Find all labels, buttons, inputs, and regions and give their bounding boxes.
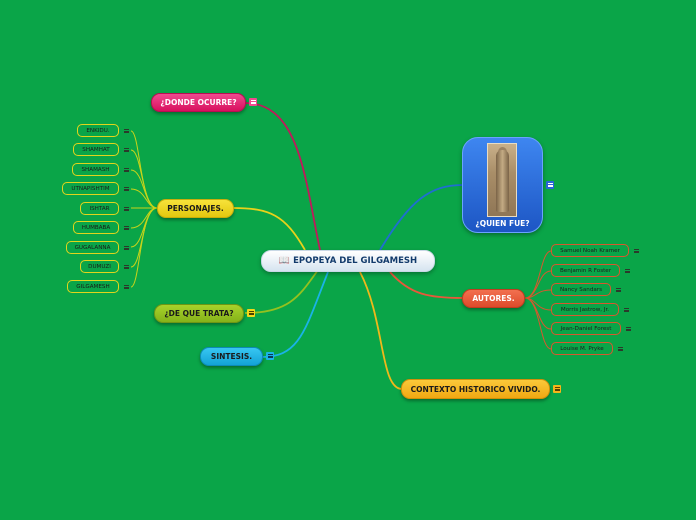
link-child xyxy=(524,270,552,299)
note-icon[interactable] xyxy=(623,267,631,275)
topic-autores[interactable]: AUTORES. xyxy=(462,289,525,308)
note-icon[interactable] xyxy=(249,98,257,106)
topic-sintesis[interactable]: SINTESIS. xyxy=(200,347,263,366)
statue-image xyxy=(487,143,517,217)
topic-label: CONTEXTO HISTORICO VIVIDO. xyxy=(410,384,541,394)
leaf-gilgamesh[interactable]: GILGAMESH xyxy=(67,280,119,293)
link-personajes xyxy=(232,207,306,251)
note-icon[interactable] xyxy=(546,181,554,189)
leaf-ishtar[interactable]: ISHTAR xyxy=(80,202,119,215)
link-child xyxy=(524,289,552,299)
topic-label: ¿DE QUE TRATA? xyxy=(164,309,234,318)
leaf-utnapishtim[interactable]: UTNAPISHTIM xyxy=(62,182,119,195)
note-icon[interactable] xyxy=(616,345,624,353)
link-child xyxy=(524,297,552,330)
leaf-gugalanna[interactable]: GUGALANNA xyxy=(66,241,119,254)
leaf-shamash[interactable]: SHAMASH xyxy=(72,163,119,176)
topic-personajes[interactable]: PERSONAJES. xyxy=(157,199,234,218)
link-child xyxy=(130,149,158,209)
link-quien xyxy=(379,184,464,251)
topic-label: ¿DONDE OCURRE? xyxy=(160,98,237,107)
note-icon[interactable] xyxy=(632,247,640,255)
note-icon[interactable] xyxy=(614,286,622,294)
note-icon[interactable] xyxy=(622,306,630,314)
central-topic[interactable]: 📖 EPOPEYA DEL GILGAMESH xyxy=(261,250,435,272)
book-icon: 📖 xyxy=(278,256,291,266)
leaf-shamhat[interactable]: SHAMHAT xyxy=(73,143,119,156)
link-contexto xyxy=(359,271,403,390)
link-child xyxy=(524,250,552,299)
leaf-author[interactable]: Louise M. Pryke xyxy=(551,342,613,355)
link-child xyxy=(130,169,158,209)
topic-label: ¿QUIEN FUE? xyxy=(475,219,530,228)
note-icon[interactable] xyxy=(122,283,130,291)
link-autores xyxy=(389,271,464,299)
note-icon[interactable] xyxy=(553,385,561,393)
leaf-author[interactable]: Jean-Daniel Forest xyxy=(551,322,621,335)
link-child xyxy=(130,207,158,268)
leaf-humbaba[interactable]: HUMBABA xyxy=(73,221,119,234)
central-topic-title: EPOPEYA DEL GILGAMESH xyxy=(293,256,418,266)
leaf-dumuzi[interactable]: DUMUZI xyxy=(80,260,119,273)
link-child xyxy=(130,207,158,229)
note-icon[interactable] xyxy=(122,185,130,193)
note-icon[interactable] xyxy=(122,127,130,135)
topic-de-que-trata[interactable]: ¿DE QUE TRATA? xyxy=(154,304,244,323)
topic-label: PERSONAJES. xyxy=(167,204,224,213)
note-icon[interactable] xyxy=(122,244,130,252)
link-child xyxy=(130,207,158,288)
note-icon[interactable] xyxy=(122,224,130,232)
leaf-author[interactable]: Benjamin R Foster xyxy=(551,264,620,277)
leaf-enkidu[interactable]: ENKIDU. xyxy=(77,124,119,137)
link-child xyxy=(130,188,158,209)
note-icon[interactable] xyxy=(122,166,130,174)
note-icon[interactable] xyxy=(266,352,274,360)
link-sintesis xyxy=(261,271,329,358)
note-icon[interactable] xyxy=(122,263,130,271)
note-icon[interactable] xyxy=(122,205,130,213)
topic-donde-ocurre[interactable]: ¿DONDE OCURRE? xyxy=(151,93,246,112)
link-child xyxy=(524,297,552,350)
topic-contexto-historico[interactable]: CONTEXTO HISTORICO VIVIDO. xyxy=(401,379,550,399)
leaf-author[interactable]: Nancy Sandars xyxy=(551,283,611,296)
topic-label: SINTESIS. xyxy=(210,352,253,361)
note-icon[interactable] xyxy=(624,325,632,333)
note-icon[interactable] xyxy=(122,146,130,154)
link-trata xyxy=(244,269,319,314)
topic-label: AUTORES. xyxy=(472,294,515,303)
link-donde xyxy=(244,102,321,251)
note-icon[interactable] xyxy=(247,309,255,317)
leaf-author[interactable]: Samuel Noah Kramer xyxy=(551,244,629,257)
leaf-author[interactable]: Morris Jastrow, Jr. xyxy=(551,303,619,316)
